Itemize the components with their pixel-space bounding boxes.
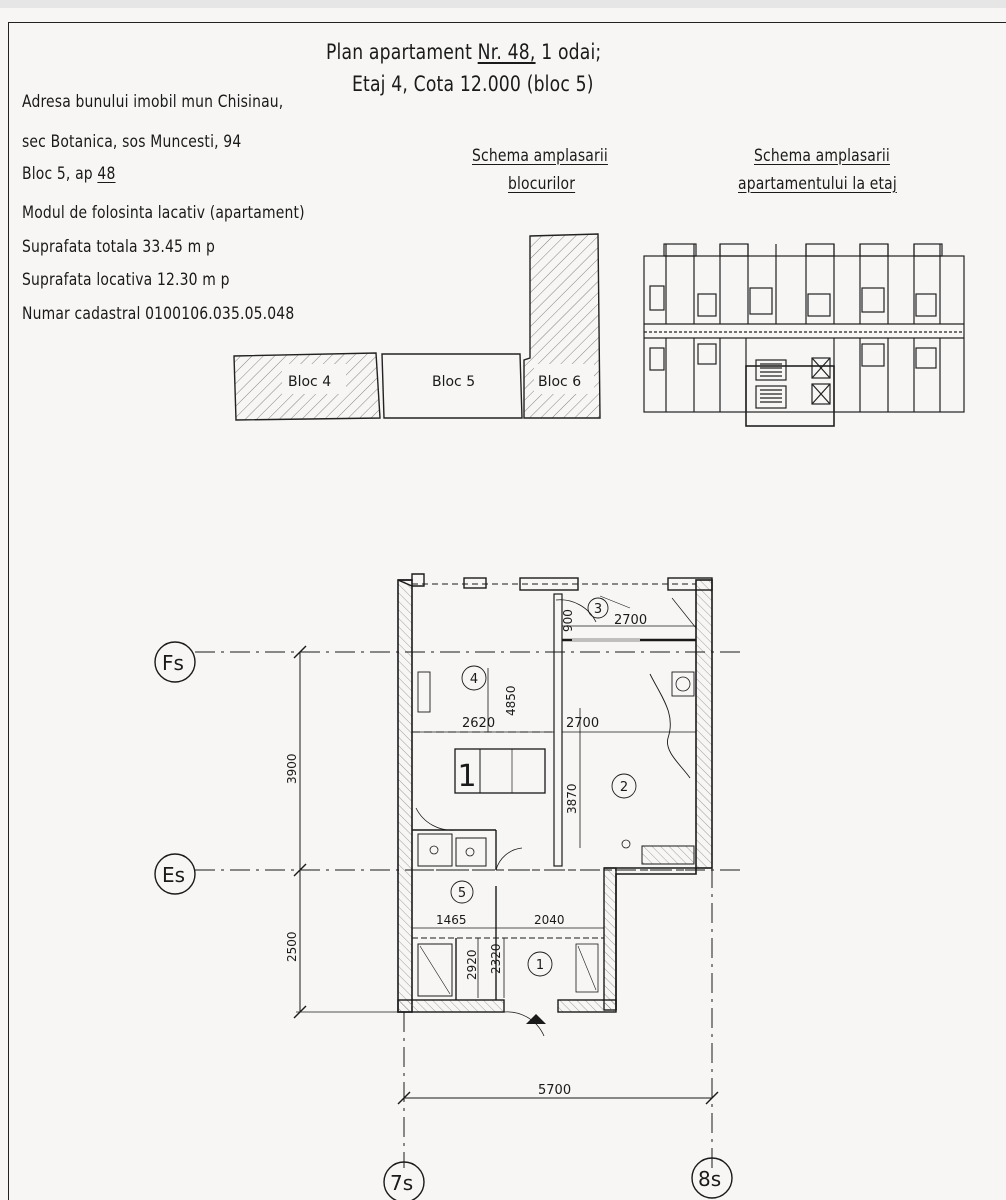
room-1-frame: [454, 748, 546, 794]
schema-blocks-heading1: Schema amplasarii: [472, 146, 608, 166]
schema-floor-heading2: apartamentului la etaj: [738, 174, 897, 194]
title-prefix: Plan apartament: [326, 40, 473, 64]
apartment-no: 48: [97, 164, 116, 184]
room-number-1: 1: [536, 958, 544, 973]
plan-title-line1: Plan apartament Nr. 48, 1 odai;: [326, 40, 601, 64]
address-line2: sec Botanica, sos Muncesti, 94: [22, 132, 242, 152]
entrance-arrow-icon: [526, 1014, 546, 1024]
apartment-plan: [154, 573, 740, 1200]
dim-2320: 2320: [489, 943, 503, 974]
dim-3870: 3870: [565, 783, 579, 814]
bloc-prefix: Bloc 5, ap: [22, 164, 93, 184]
dim-4850: 4850: [504, 685, 518, 716]
dim-2700-mid: 2700: [566, 716, 599, 731]
grid-lines: [195, 651, 740, 1168]
axis-bubble-8s: [691, 1157, 733, 1199]
axis-label-7s: 7s: [390, 1171, 413, 1195]
room-1-big-label: 1: [457, 759, 476, 794]
room-number-4: 4: [470, 672, 478, 687]
plan-title-line2: Etaj 4, Cota 12.000 (bloc 5): [352, 72, 594, 96]
axis-label-es: Es: [162, 863, 185, 887]
drawing-frame: [8, 22, 1006, 1200]
partition-wall: [553, 593, 563, 867]
floor-schema: [643, 243, 965, 427]
bloc-apartment: Bloc 5, ap 48: [22, 164, 116, 184]
room-number-2: 2: [620, 780, 628, 795]
west-wall: [397, 579, 413, 1013]
axis-bubble-es: [154, 853, 196, 895]
cadastral-number: Numar cadastral 0100106.035.05.048: [22, 304, 295, 324]
room-number-5: 5: [458, 886, 466, 901]
east-wall: [695, 579, 713, 869]
axis-label-8s: 8s: [698, 1167, 721, 1191]
axis-label-fs: Fs: [162, 651, 184, 675]
bloc-5-label: Bloc 5: [432, 374, 475, 390]
usage-mode: Modul de folosinta lacativ (apartament): [22, 203, 305, 223]
dim-2620: 2620: [462, 716, 495, 731]
room-count: 1 odai;: [541, 40, 602, 64]
apartment-number: Nr. 48,: [477, 40, 536, 64]
drawing-sheet: Plan apartament Nr. 48, 1 odai; Etaj 4, …: [0, 8, 1006, 1200]
dim-2500: 2500: [285, 931, 299, 962]
dim-3900: 3900: [285, 753, 299, 784]
schema-blocks-heading2: blocurilor: [508, 174, 576, 194]
bloc-6-label: Bloc 6: [538, 374, 581, 390]
axis-bubble-fs: [154, 641, 196, 683]
dim-1465: 1465: [436, 913, 467, 927]
drawing-svg: Bloc 4 Bloc 5 Bloc 6: [154, 233, 965, 1200]
total-area: Suprafata totala 33.45 m p: [22, 237, 216, 257]
axis-bubble-7s: [383, 1161, 425, 1200]
dim-2920: 2920: [465, 949, 479, 980]
dim-2700-top: 2700: [614, 613, 647, 628]
bloc-4-label: Bloc 4: [288, 374, 331, 390]
dim-5700: 5700: [538, 1083, 571, 1098]
living-area: Suprafata locativa 12.30 m p: [22, 270, 230, 290]
dim-900: 900: [561, 609, 575, 632]
bloc-5-shape: [381, 353, 523, 419]
schema-floor-heading1: Schema amplasarii: [754, 146, 890, 166]
dim-2040: 2040: [534, 913, 565, 927]
room-number-3: 3: [594, 602, 602, 617]
address-line1: Adresa bunului imobil mun Chisinau,: [22, 92, 284, 112]
block-location-schema: [233, 233, 601, 421]
